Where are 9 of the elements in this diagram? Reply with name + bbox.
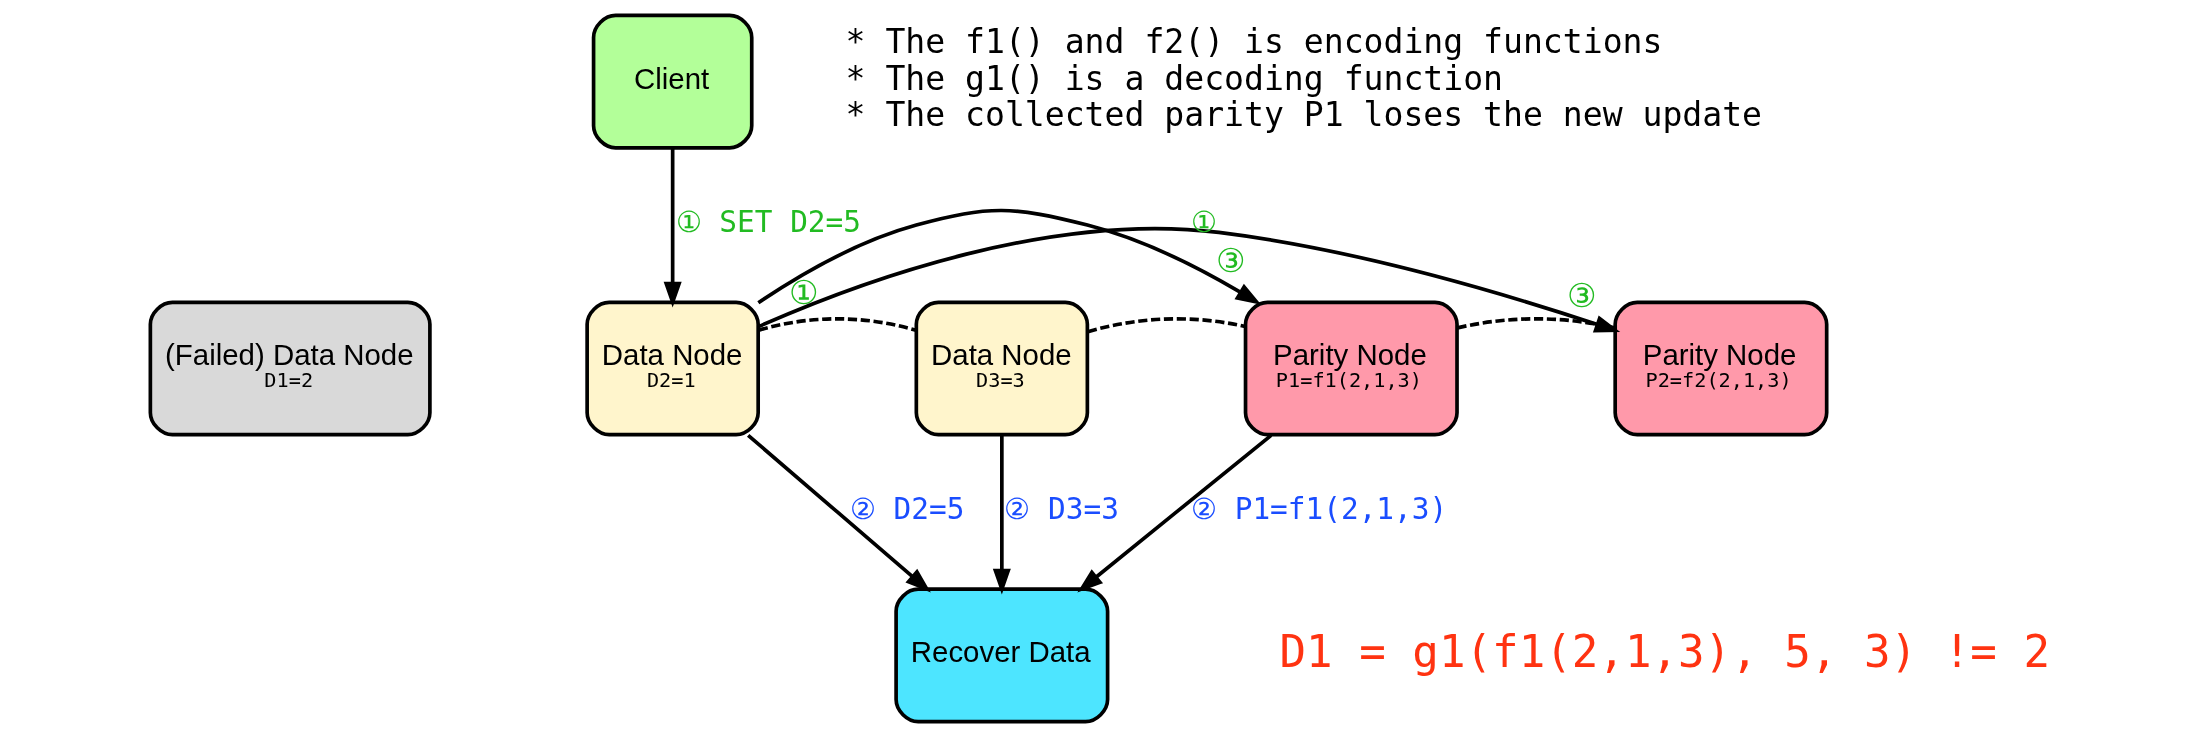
edge-label: ① SET D2=5 (675, 205, 861, 240)
label: D1 = g1(f1(2,1,3), 5, 3) != 2 (1279, 625, 2050, 677)
edge-label: ② D2=5 (849, 491, 964, 526)
edge-label: ② D3=3 (1003, 491, 1119, 526)
label: ③ (1566, 275, 1597, 315)
label: * The f1() and f2() is encoding functions (845, 21, 1662, 61)
edge-label: ① (788, 273, 819, 313)
edge-label: ② P1=f1(2,1,3) (1190, 491, 1447, 526)
label: ③ (1215, 240, 1246, 280)
